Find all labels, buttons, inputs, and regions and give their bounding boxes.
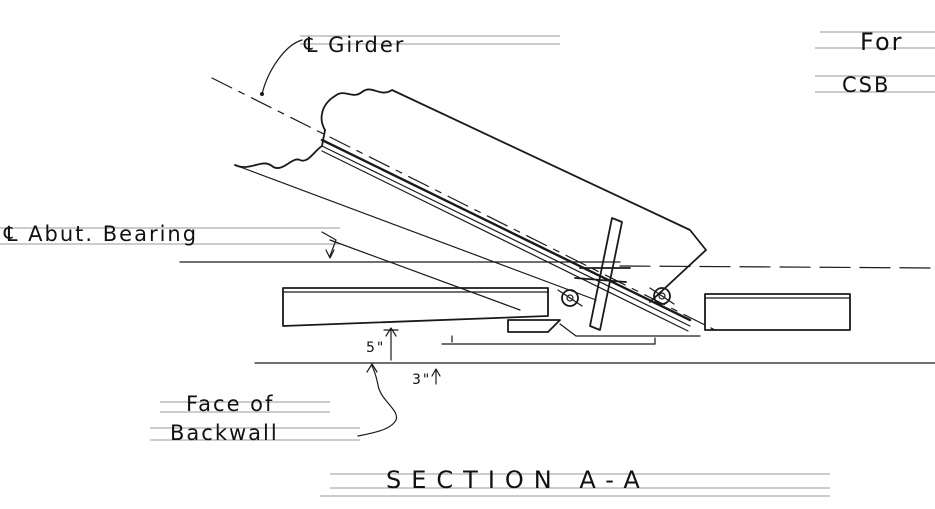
sole-plate [574,267,631,283]
anchor-bolts [557,287,675,307]
abutment-leader [321,231,337,257]
bearing-stiffener [589,217,623,331]
girder-centerline-label: ℄ Girder [303,33,405,57]
section-title: SECTION A-A [386,466,650,494]
dimension-5in [383,327,399,361]
girder-outline [320,88,707,303]
girder-bottom-line [234,164,597,301]
deck-slab-right [704,293,851,331]
dimension-3in-arrow [431,368,441,385]
bearing-seat-detail [559,323,701,337]
backwall-leader-arrow [366,363,378,373]
face-of-backwall-label-line2: Backwall [170,421,279,445]
top-right-label-line1: For [860,28,904,56]
girder-leader [261,39,303,95]
girder-bottom-flange [320,138,692,332]
bearing-seat [507,319,561,333]
backwall-leader [357,365,398,437]
lettering-guidelines [0,31,935,497]
girder-break-left [234,129,326,169]
abutment-bearing-centerline-extension [619,265,935,269]
dimension-3in-label: 3" [412,372,431,388]
girder-centerline [211,77,716,331]
abutment-bearing-label: ℄ Abut. Bearing [3,222,198,246]
top-right-label-line2: CSB [842,73,890,97]
girder-end-skew-line [329,239,521,311]
girder-leader-dot [260,92,264,96]
face-of-backwall-label-line1: Face of [186,392,274,416]
abutment-leader-arrow [325,249,335,259]
dimension-5in-label: 5" [366,340,385,356]
